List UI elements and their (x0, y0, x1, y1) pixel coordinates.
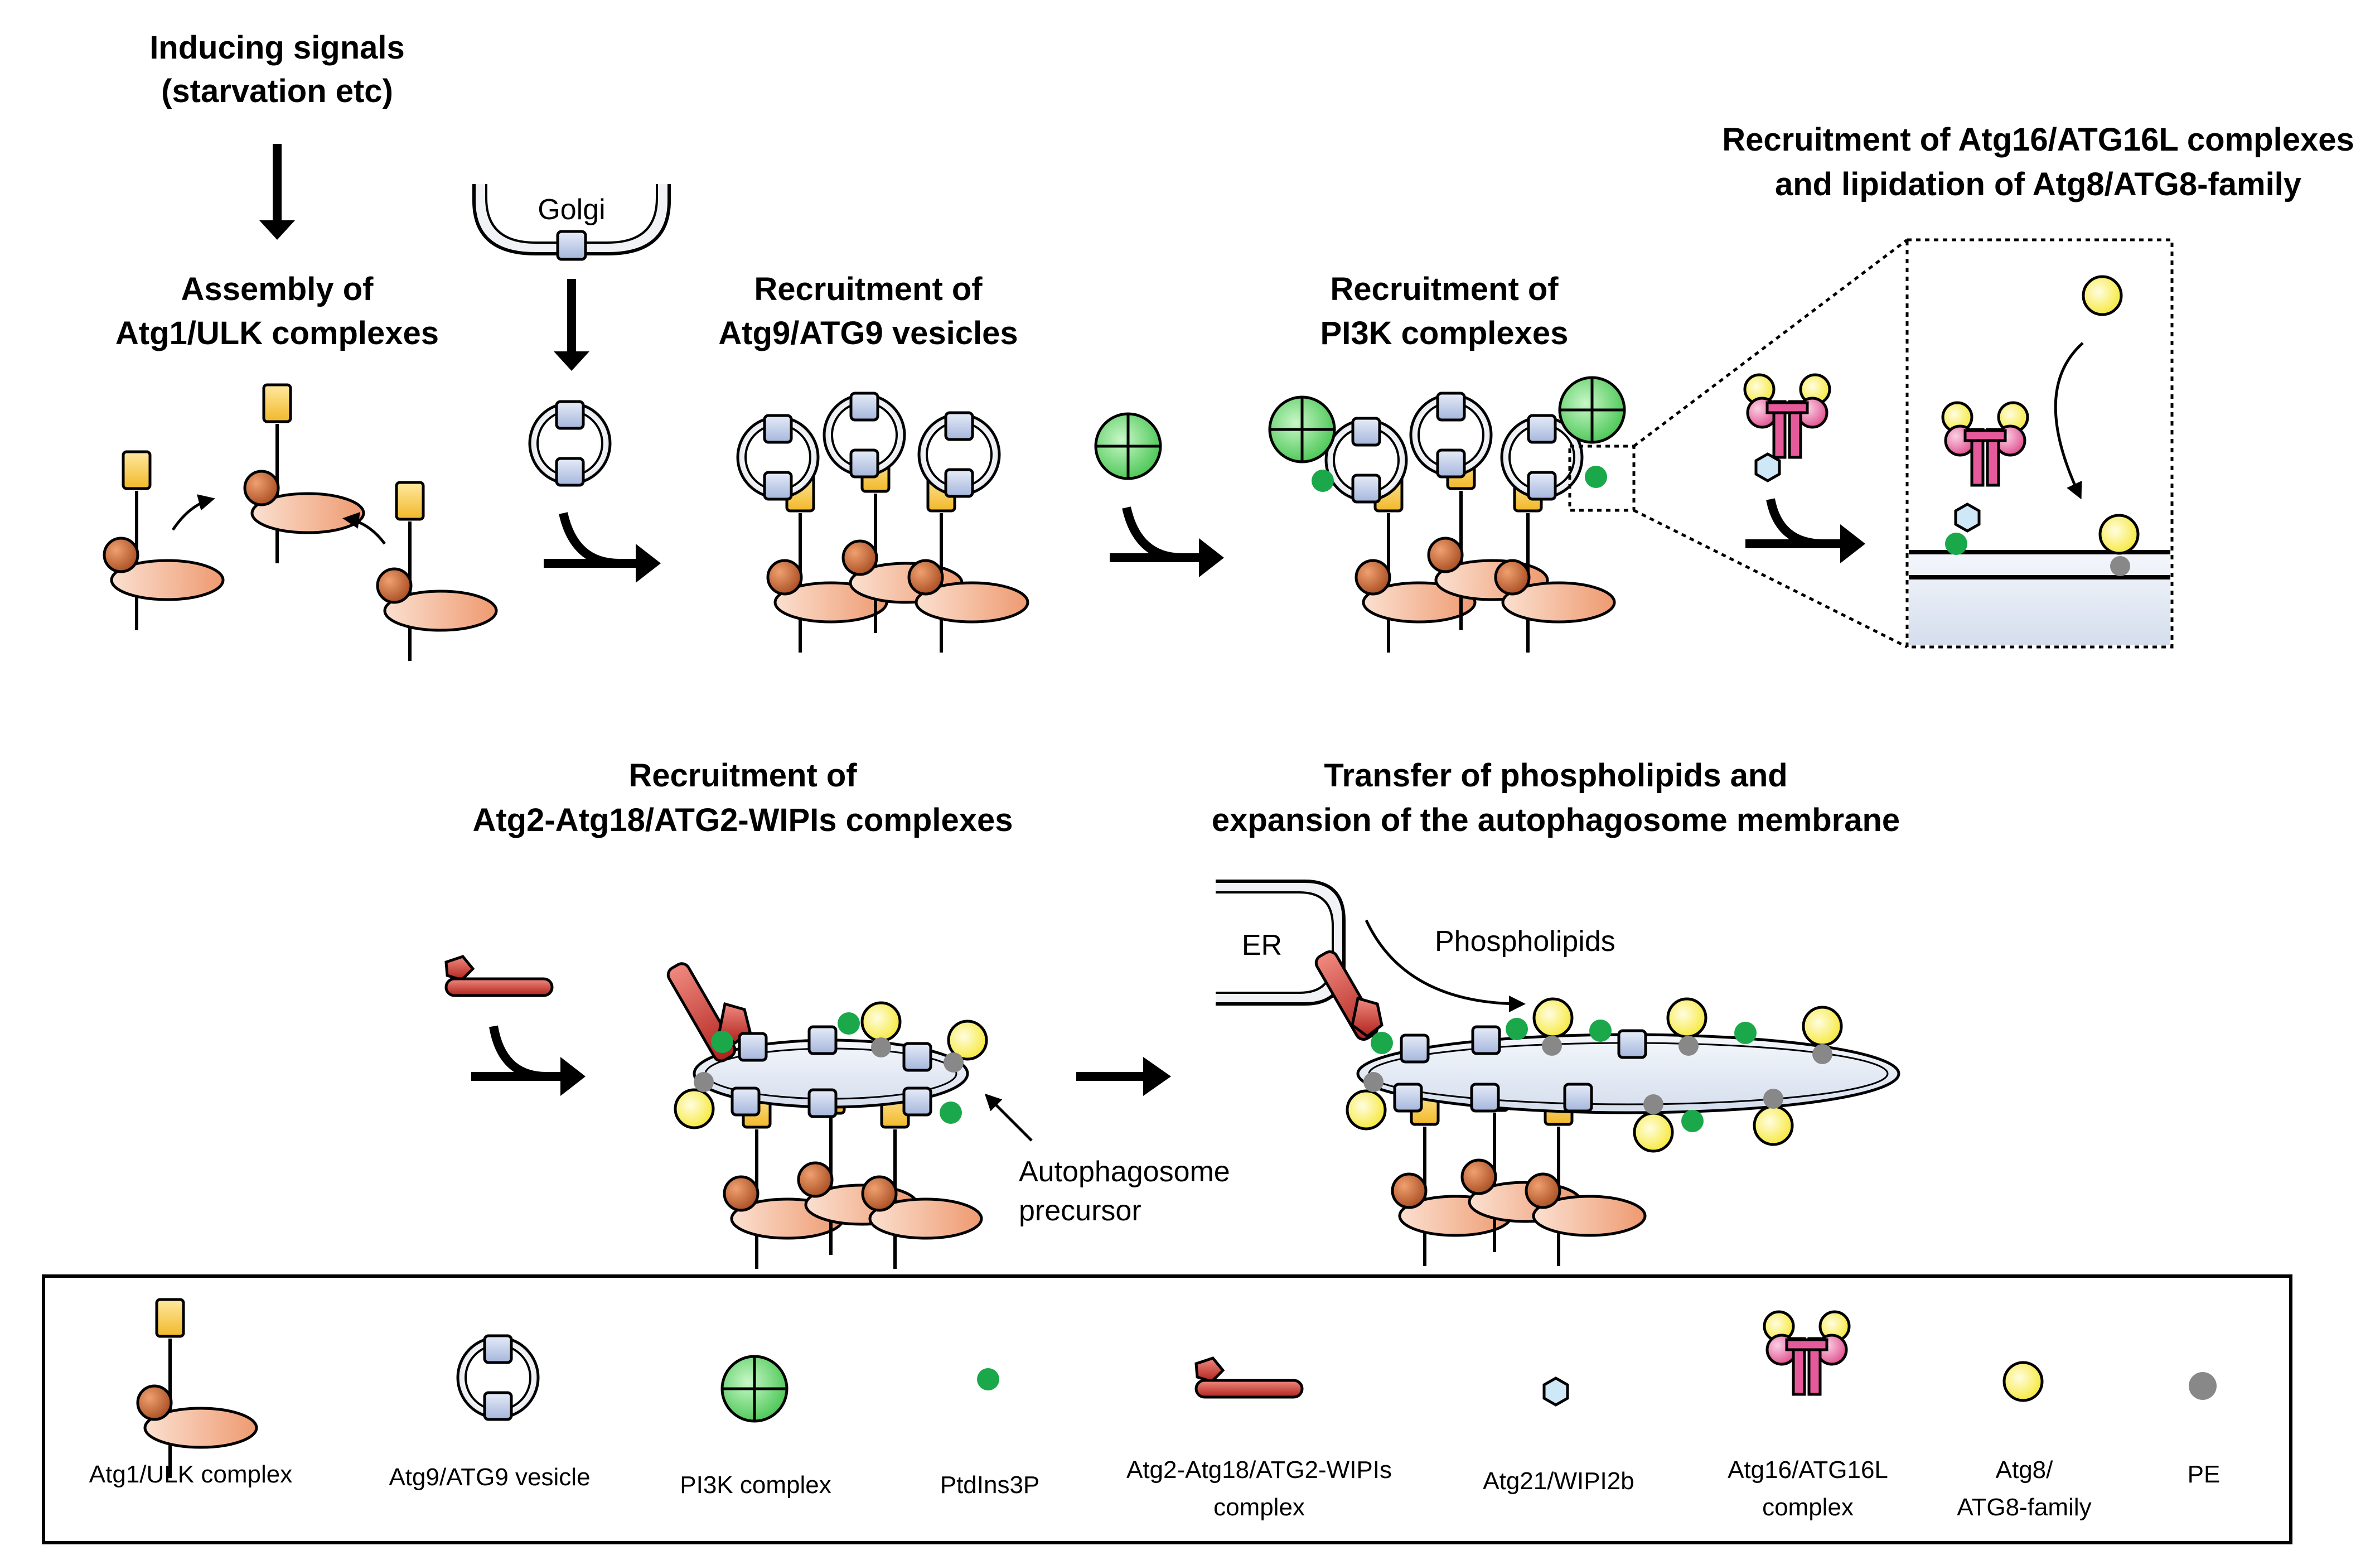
small-arrow-left (171, 494, 215, 531)
curved-arrow-1 (559, 512, 641, 568)
atg2-title-line2: Atg2-Atg18/ATG2-WIPIs complexes (472, 802, 1013, 838)
zoom-source-box (1568, 445, 1636, 512)
atg9-vesicle-budding (530, 402, 610, 485)
phospholipids-label: Phospholipids (1435, 925, 1615, 958)
legend-pi3k-label: PI3K complex (680, 1471, 831, 1499)
curved-arrow-4 (489, 1025, 547, 1081)
small-arrow-right (342, 512, 386, 545)
legend-atg9-label: Atg9/ATG9 vesicle (389, 1463, 590, 1491)
legend-atg8-label-line1: Atg8/ (1996, 1456, 2054, 1484)
inducing-signals-line1: Inducing signals (149, 30, 405, 66)
pi3k-title-line2: PI3K complexes (1320, 315, 1569, 351)
atg16-title-line2: and lipidation of Atg8/ATG8-family (1775, 166, 2301, 202)
legend-atg2-label-line2: complex (1213, 1494, 1305, 1521)
er-label: ER (1242, 929, 1282, 962)
atg2-incoming (446, 957, 552, 996)
atg2-title-line1: Recruitment of (628, 757, 857, 794)
legend-atg16-label-line1: Atg16/ATG16L (1728, 1456, 1888, 1484)
legend-atg8-icon (2004, 1363, 2042, 1400)
transfer-title-line1: Transfer of phospholipids and (1324, 757, 1787, 794)
down-arrow-head (259, 220, 295, 240)
atg1-complex-top (245, 385, 364, 563)
assembly-title-line2: Atg1/ULK complexes (115, 315, 439, 351)
autophagosome-precursor-group (666, 962, 986, 1269)
phospholipids-arrow (1365, 919, 1526, 1012)
curved-arrow-3 (1766, 498, 1824, 548)
legend-atg8-label-line2: ATG8-family (1957, 1494, 2091, 1521)
legend-ptdins3p-icon (977, 1368, 999, 1390)
atg1-complex-right (378, 482, 496, 661)
legend-ptdins3p-label: PtdIns3P (940, 1471, 1040, 1499)
atg1-complex-left (104, 452, 223, 630)
zoom-inset (1905, 238, 2174, 649)
autophagosome-label-line2: precursor (1019, 1195, 1141, 1227)
curved-arrow-2 (1122, 506, 1183, 562)
legend-box (42, 1274, 2292, 1544)
legend-atg1-label: Atg1/ULK complex (89, 1461, 292, 1488)
legend-atg2-label-line1: Atg2-Atg18/ATG2-WIPIs (1126, 1456, 1392, 1484)
legend-atg16-label-line2: complex (1762, 1494, 1854, 1521)
transfer-title-line2: expansion of the autophagosome membrane (1212, 802, 1900, 838)
atg9-title-line1: Recruitment of (754, 271, 983, 307)
precursor-pointer (984, 1093, 1033, 1142)
atg9-title-line2: Atg9/ATG9 vesicles (718, 315, 1018, 351)
atg16-title-line1: Recruitment of Atg16/ATG16L complexes (1722, 122, 2354, 158)
golgi-label: Golgi (538, 194, 605, 226)
legend-atg21-label: Atg21/WIPI2b (1483, 1467, 1634, 1495)
legend-atg21-icon (1544, 1378, 1568, 1405)
autophagosome-label-line1: Autophagosome (1019, 1156, 1230, 1188)
legend-pe-label: PE (2188, 1461, 2221, 1488)
pi3k-recruitment-group (1270, 378, 1624, 653)
er-membrane (1216, 880, 1346, 1006)
golgi-atg9-square (556, 230, 587, 261)
pi3k-title-line1: Recruitment of (1330, 271, 1559, 307)
assembly-title-line1: Assembly of (181, 271, 374, 307)
pi3k-incoming (1096, 414, 1160, 479)
legend-atg9-icon (458, 1336, 538, 1419)
legend-pi3k-icon (722, 1356, 787, 1421)
atg16-incoming (1745, 375, 1830, 481)
atg9-recruitment-group (738, 393, 1028, 653)
inducing-signals-line2: (starvation etc) (161, 73, 393, 109)
expanded-membrane-group (1314, 950, 1900, 1266)
legend-pe-icon (2189, 1372, 2217, 1400)
